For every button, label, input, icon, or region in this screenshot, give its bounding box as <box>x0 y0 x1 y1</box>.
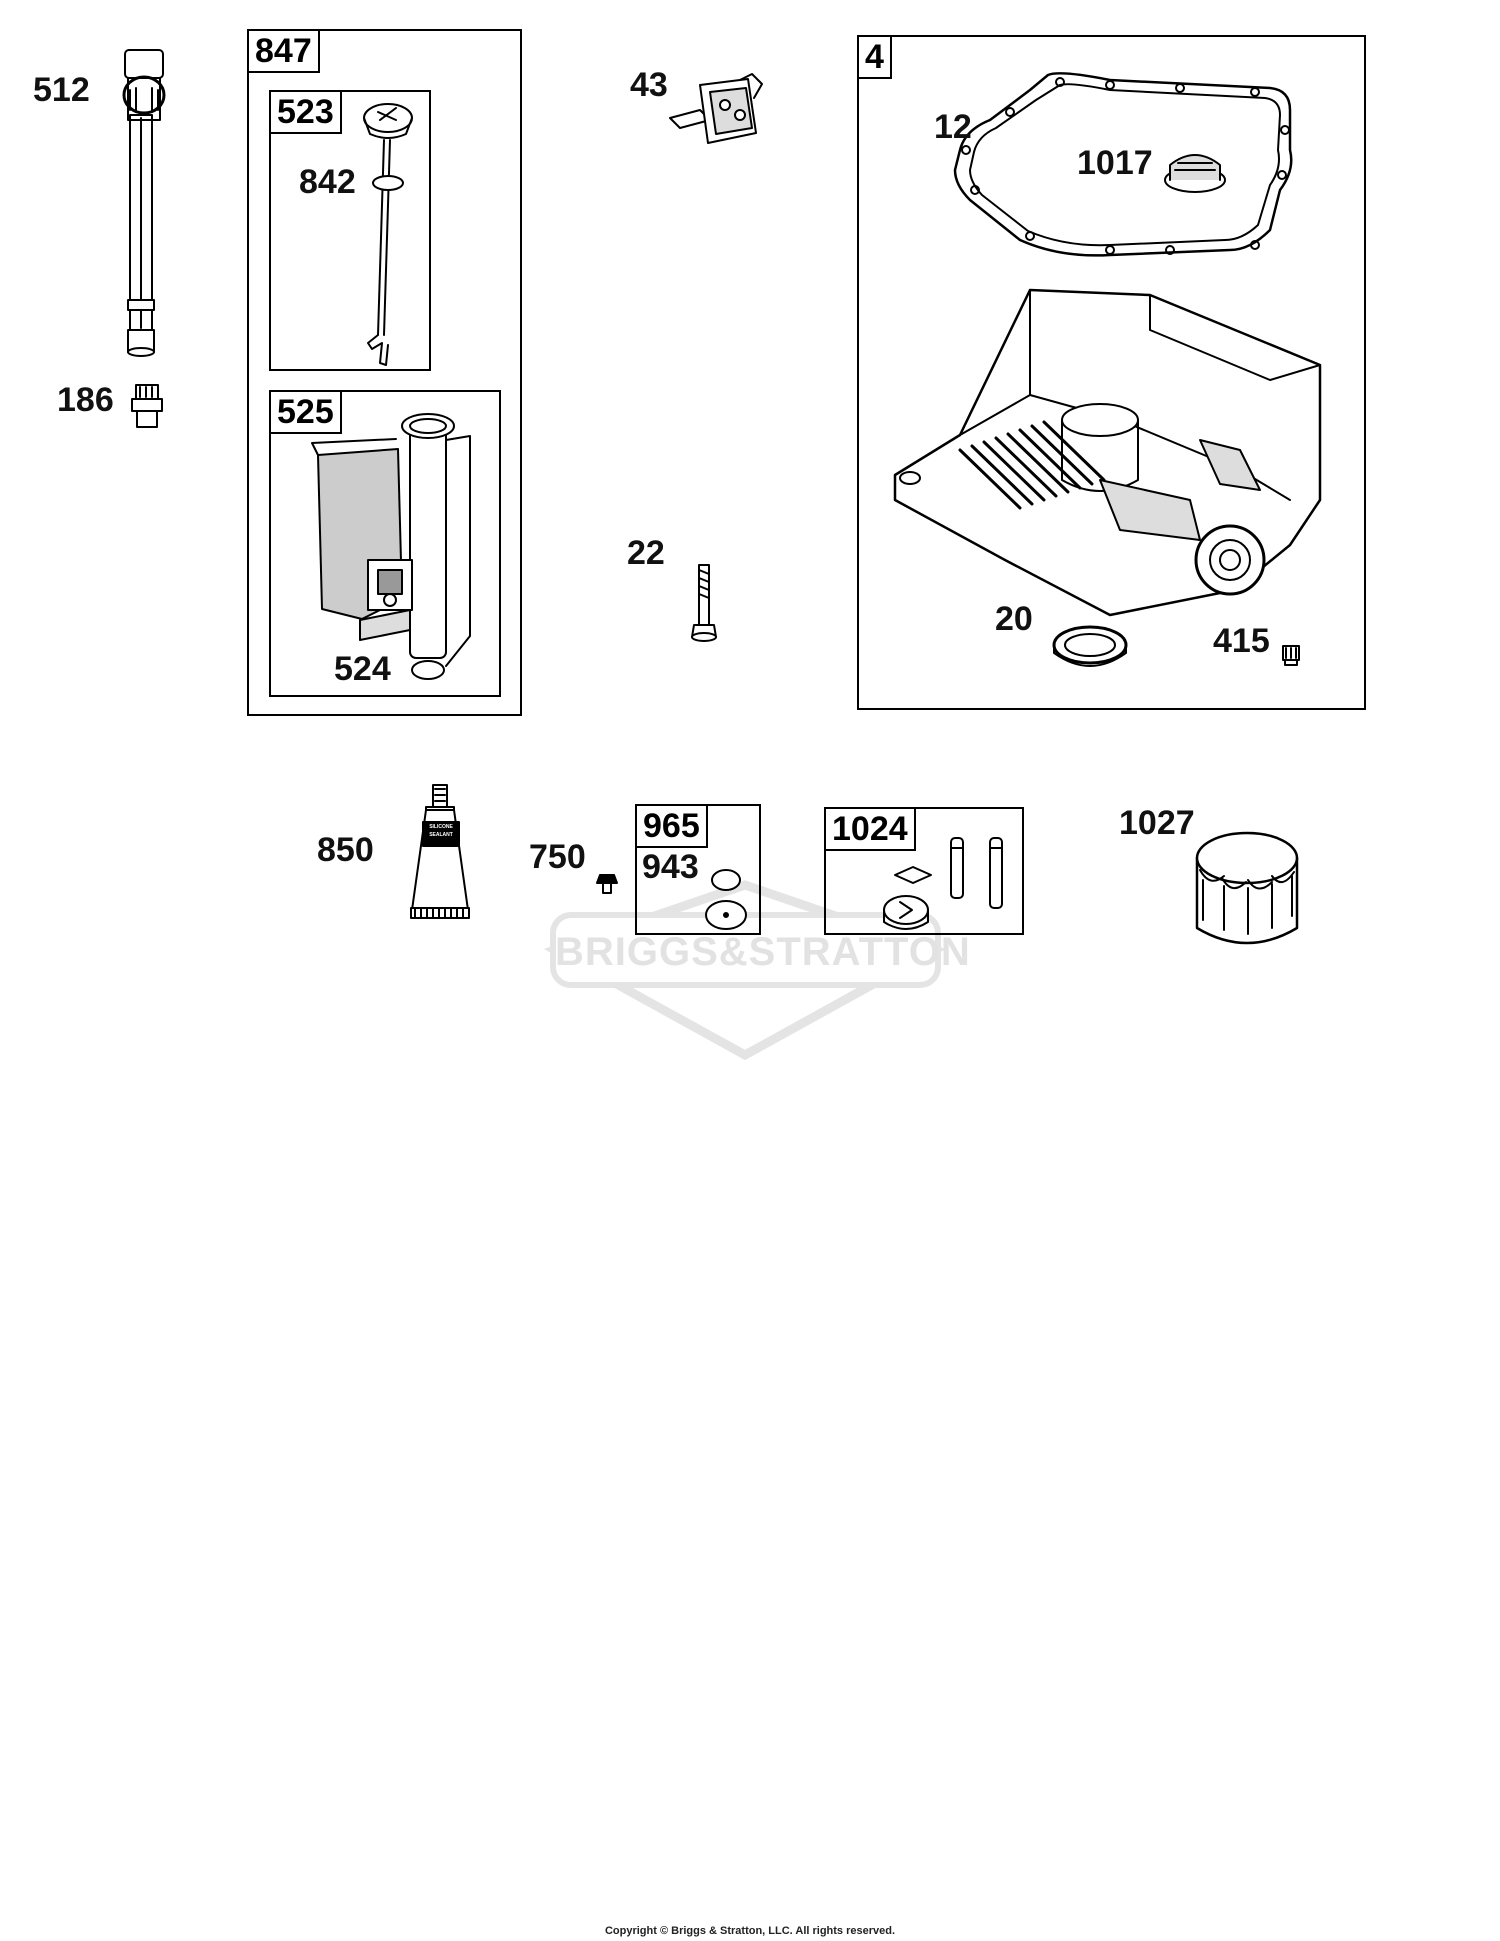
callout-12: 12 <box>934 108 972 146</box>
callout-22: 22 <box>627 534 665 572</box>
gasket-part-12 <box>953 72 1293 257</box>
sealant-label-text: SILICONE SEALANT <box>425 823 457 839</box>
dipstick-part-523 <box>363 103 413 366</box>
watermark-brand-text: BRIGGS&STRATTON <box>555 930 971 974</box>
copyright-footer: Copyright © Briggs & Stratton, LLC. All … <box>604 1925 896 1937</box>
group-box-4 <box>857 35 1366 710</box>
callout-186: 186 <box>57 381 114 419</box>
bolt-part-22 <box>691 564 717 642</box>
plug-part-1017 <box>1164 154 1226 193</box>
o-ring-part-524 <box>411 660 445 680</box>
o-ring-part-842 <box>372 175 404 191</box>
group-label-965: 965 <box>635 804 708 848</box>
group-box-847 <box>247 29 522 716</box>
seal-part-20 <box>1052 625 1128 667</box>
fitting-part-186 <box>131 384 163 428</box>
sealant-label-line2: SEALANT <box>429 832 453 838</box>
bracket-part-43 <box>669 73 763 144</box>
group-box-525 <box>269 390 501 697</box>
drain-plug-part-415 <box>1282 645 1300 666</box>
oil-fill-tube-part-525 <box>311 413 471 667</box>
group-box-523 <box>269 90 431 371</box>
callout-850: 850 <box>317 831 374 869</box>
kit-parts-1024 <box>883 837 1003 930</box>
callout-1027: 1027 <box>1119 804 1195 842</box>
callout-524: 524 <box>334 650 391 688</box>
group-label-847: 847 <box>247 29 320 73</box>
group-label-523: 523 <box>269 90 342 134</box>
screw-part-750 <box>596 874 618 894</box>
sealant-label-line1: SILICONE <box>429 824 453 830</box>
callout-943: 943 <box>642 848 699 886</box>
callout-43: 43 <box>630 66 668 104</box>
callout-842: 842 <box>299 163 356 201</box>
callout-750: 750 <box>529 838 586 876</box>
sump-part-4 <box>893 288 1322 617</box>
dipstick-tube-part-512 <box>122 49 166 357</box>
callout-512: 512 <box>33 71 90 109</box>
group-label-1024: 1024 <box>824 807 916 851</box>
cover-part-943 <box>705 869 747 930</box>
sealant-tube-part-850 <box>410 784 470 919</box>
group-label-4: 4 <box>857 35 892 79</box>
group-box-1024 <box>824 807 1024 935</box>
oil-filter-part-1027 <box>1195 831 1299 945</box>
callout-20: 20 <box>995 600 1033 638</box>
callout-1017: 1017 <box>1077 144 1153 182</box>
group-label-525: 525 <box>269 390 342 434</box>
callout-415: 415 <box>1213 622 1270 660</box>
